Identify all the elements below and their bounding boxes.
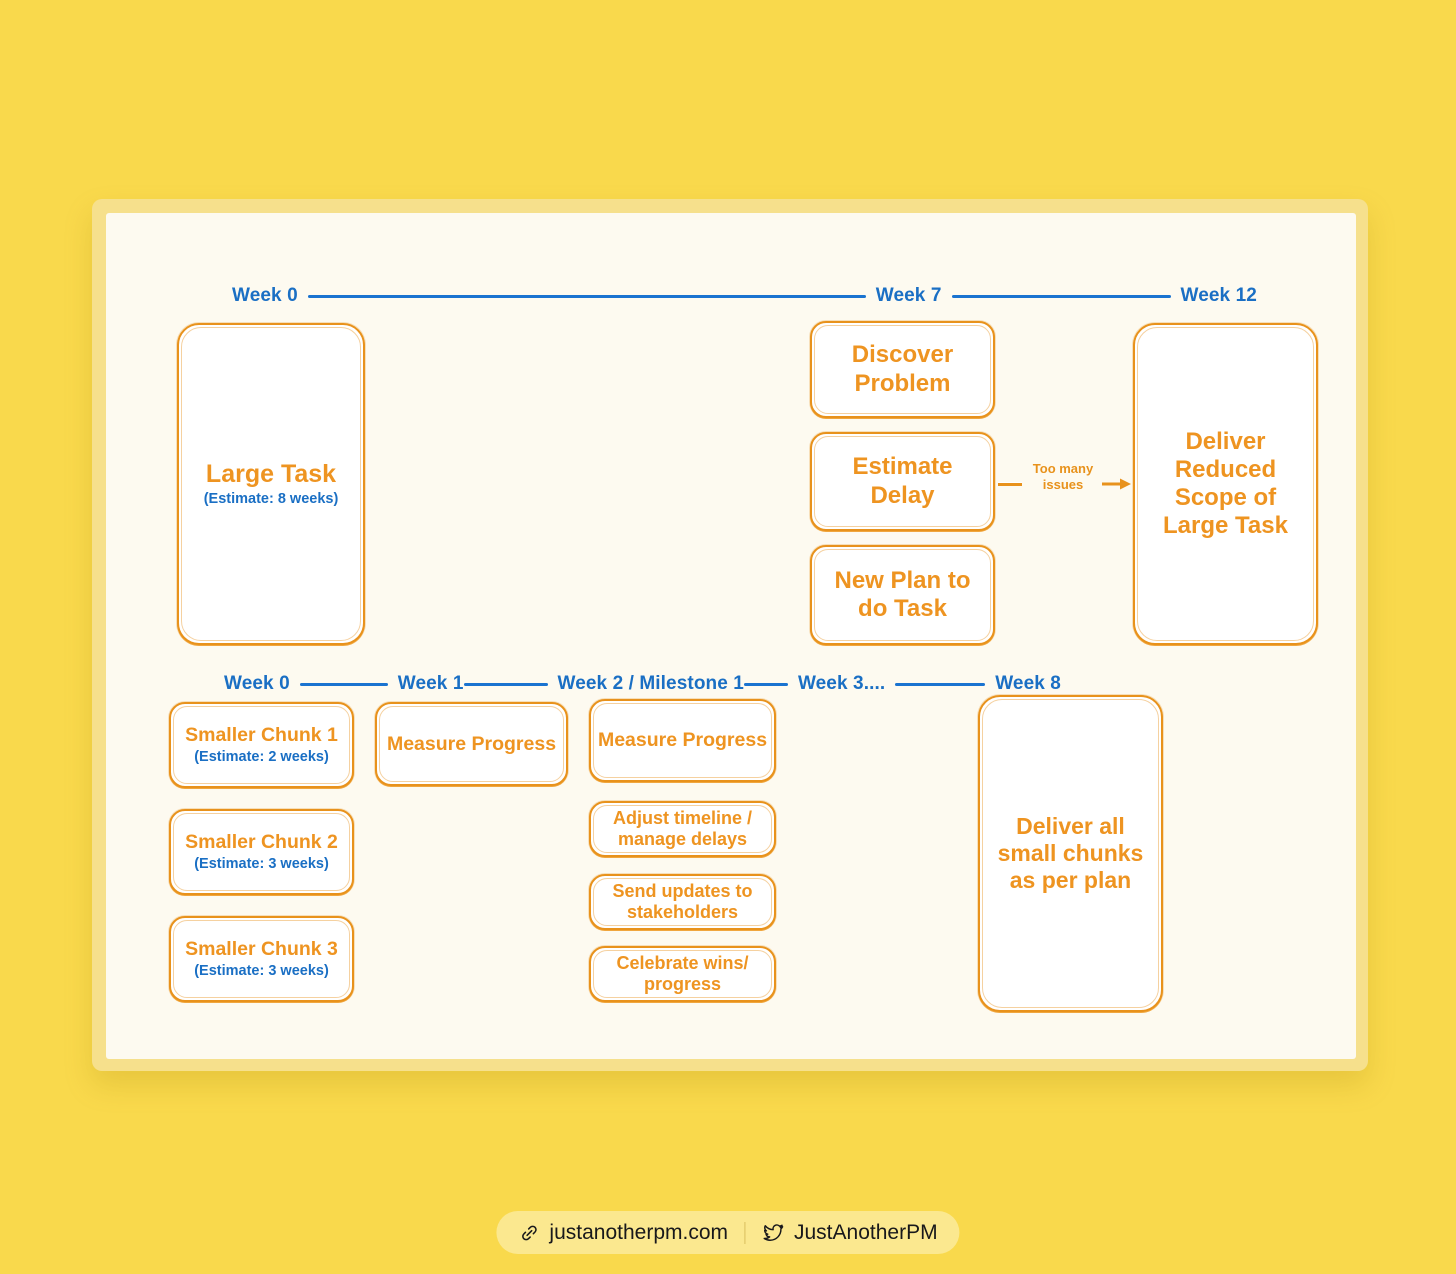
timeline-bottom: Week 0 Week 1 Week 2 / Milestone 1 Week … xyxy=(224,671,1061,697)
box-smaller-chunk-1[interactable]: Smaller Chunk 1 (Estimate: 2 weeks) xyxy=(169,702,354,788)
timeline-bottom-segment-1 xyxy=(299,682,388,686)
box-large-task-estimate: (Estimate: 8 weeks) xyxy=(203,490,339,507)
diagram-card: Week 0 Week 7 Week 12 Large Task (Estima… xyxy=(92,199,1368,1071)
timeline-bottom-label-week1: Week 1 xyxy=(397,673,464,694)
box-smaller-chunk-2-estimate: (Estimate: 3 weeks) xyxy=(194,855,329,872)
box-smaller-chunk-1-estimate: (Estimate: 2 weeks) xyxy=(194,748,329,765)
timeline-bottom-segment-3 xyxy=(743,682,788,686)
arrow-right-icon xyxy=(1102,478,1131,490)
link-icon xyxy=(522,1225,537,1240)
box-large-task-title: Large Task xyxy=(205,459,337,488)
footer-website-text: justanotherpm.com xyxy=(549,1220,729,1244)
timeline-bottom-segment-2 xyxy=(463,682,548,686)
box-measure-progress-week2-title: Measure Progress xyxy=(597,729,768,752)
timeline-bottom-label-milestone1: Week 2 / Milestone 1 xyxy=(557,673,744,694)
timeline-bottom-label-week3: Week 3.... xyxy=(797,673,886,694)
footer-branding-bar: justanotherpm.com JustAnotherPM xyxy=(496,1211,960,1254)
timeline-bottom-segment-4 xyxy=(895,682,986,686)
box-smaller-chunk-3-title: Smaller Chunk 3 xyxy=(185,937,338,960)
footer-twitter-link[interactable]: JustAnotherPM xyxy=(761,1221,938,1245)
box-smaller-chunk-3-estimate: (Estimate: 3 weeks) xyxy=(194,962,329,979)
box-adjust-timeline-title: Adjust timeline /manage delays xyxy=(612,807,753,849)
timeline-top-segment-1 xyxy=(307,294,866,298)
footer-website-link[interactable]: justanotherpm.com xyxy=(518,1221,728,1245)
box-celebrate-wins-title: Celebrate wins/progress xyxy=(616,952,749,994)
timeline-top-label-week12: Week 12 xyxy=(1180,285,1257,306)
box-measure-progress-week1-title: Measure Progress xyxy=(386,732,557,755)
twitter-bird-icon xyxy=(763,1223,783,1241)
box-measure-progress-week1[interactable]: Measure Progress xyxy=(375,702,568,786)
timeline-top-label-week0: Week 0 xyxy=(232,285,298,306)
box-adjust-timeline[interactable]: Adjust timeline /manage delays xyxy=(589,801,776,857)
box-celebrate-wins[interactable]: Celebrate wins/progress xyxy=(589,946,776,1002)
box-smaller-chunk-2[interactable]: Smaller Chunk 2 (Estimate: 3 weeks) xyxy=(169,809,354,895)
connector-line xyxy=(998,482,1022,486)
footer-divider xyxy=(744,1221,746,1244)
box-smaller-chunk-3[interactable]: Smaller Chunk 3 (Estimate: 3 weeks) xyxy=(169,916,354,1002)
diagram-canvas: Week 0 Week 7 Week 12 Large Task (Estima… xyxy=(106,213,1356,1059)
timeline-bottom-label-week0: Week 0 xyxy=(224,673,290,694)
box-large-task[interactable]: Large Task (Estimate: 8 weeks) xyxy=(177,323,365,645)
timeline-top: Week 0 Week 7 Week 12 xyxy=(232,283,1257,309)
box-smaller-chunk-1-title: Smaller Chunk 1 xyxy=(185,723,338,746)
timeline-top-segment-2 xyxy=(951,294,1171,298)
box-measure-progress-week2[interactable]: Measure Progress xyxy=(589,699,776,782)
timeline-bottom-label-week8: Week 8 xyxy=(995,673,1061,694)
timeline-top-label-week7: Week 7 xyxy=(875,285,942,306)
footer-twitter-text: JustAnotherPM xyxy=(794,1220,938,1244)
box-smaller-chunk-2-title: Smaller Chunk 2 xyxy=(185,830,338,853)
